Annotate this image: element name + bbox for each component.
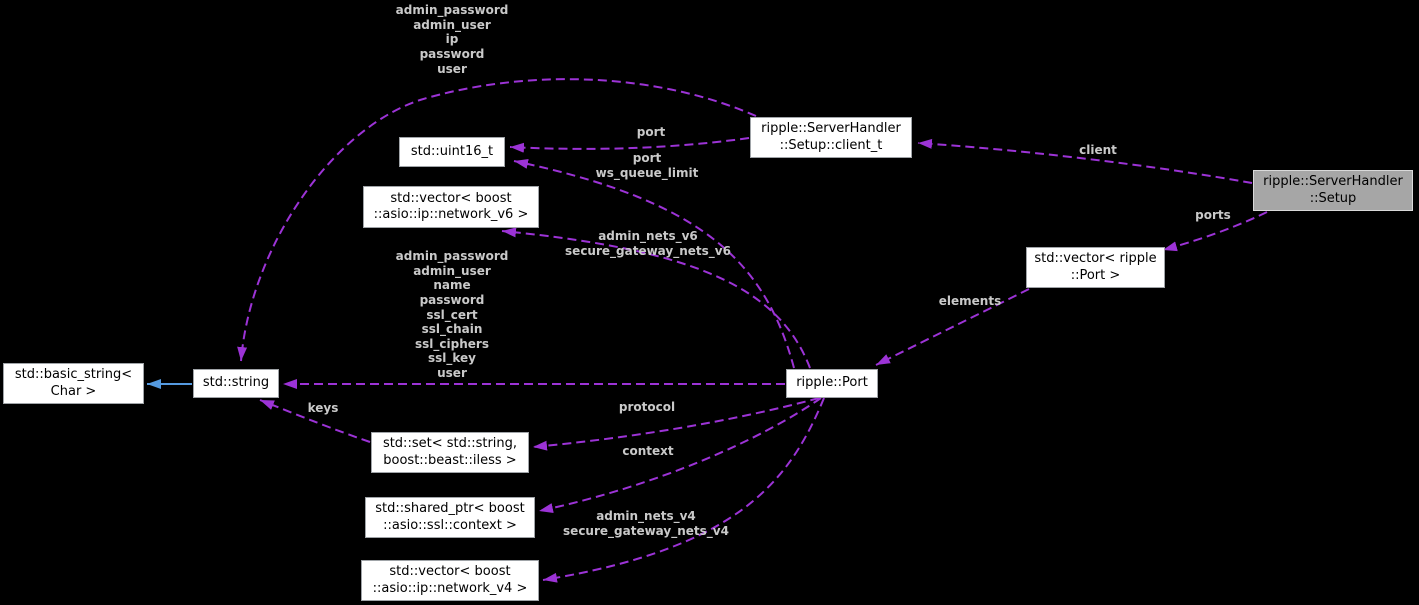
edge-label-elements: elements [938,294,1002,308]
node-serverhandler-setup[interactable]: ripple::ServerHandler ::Setup [1253,170,1413,211]
edge-label-admin-nets-v6: admin_nets_v6 secure_gateway_nets_v6 [565,229,731,258]
edge-setup-to-vector-port [1162,211,1268,252]
node-std-vector-ripple-port[interactable]: std::vector< ripple ::Port > [1026,247,1165,288]
node-std-set-iless[interactable]: std::set< std::string, boost::beast::ile… [371,432,529,473]
edge-port-to-set [532,397,820,451]
edge-label-protocol: protocol [618,400,676,414]
node-std-basic-string[interactable]: std::basic_string< Char > [3,363,144,404]
edge-label-context: context [622,444,674,458]
edge-client-t-to-uint16 [509,137,750,153]
edge-port-to-vector-v6 [501,227,811,369]
edge-label-ports: ports [1195,208,1231,222]
edge-label-client-t-port: port [636,125,666,139]
edge-label-port-string-fields: admin_password admin_user name password … [395,249,509,380]
edge-client-t-to-string [237,78,757,362]
node-std-vector-network-v4[interactable]: std::vector< boost ::asio::ip::network_v… [361,560,539,601]
node-std-vector-network-v6[interactable]: std::vector< boost ::asio::ip::network_v… [363,186,539,228]
edge-label-client-t-string-fields: admin_password admin_user ip password us… [395,3,509,76]
edge-port-to-uint16 [513,158,795,369]
node-std-shared-ptr-ssl-context[interactable]: std::shared_ptr< boost ::asio::ssl::cont… [365,497,535,538]
edge-port-to-vector-v4 [542,397,825,583]
edge-label-keys: keys [307,401,339,415]
edge-set-to-string [259,399,371,443]
edge-setup-to-client-t [917,138,1253,184]
edge-label-client: client [1079,143,1117,157]
node-serverhandler-setup-client-t[interactable]: ripple::ServerHandler ::Setup::client_t [750,117,912,158]
node-std-uint16-t[interactable]: std::uint16_t [399,137,505,167]
edge-port-to-shared-ptr [538,397,822,513]
edge-label-admin-nets-v4: admin_nets_v4 secure_gateway_nets_v4 [563,509,729,538]
node-ripple-port[interactable]: ripple::Port [786,369,878,398]
node-std-string[interactable]: std::string [193,369,279,398]
edge-vector-port-to-port [875,288,1030,366]
edge-label-port-ws-queue-limit: port ws_queue_limit [595,151,699,180]
